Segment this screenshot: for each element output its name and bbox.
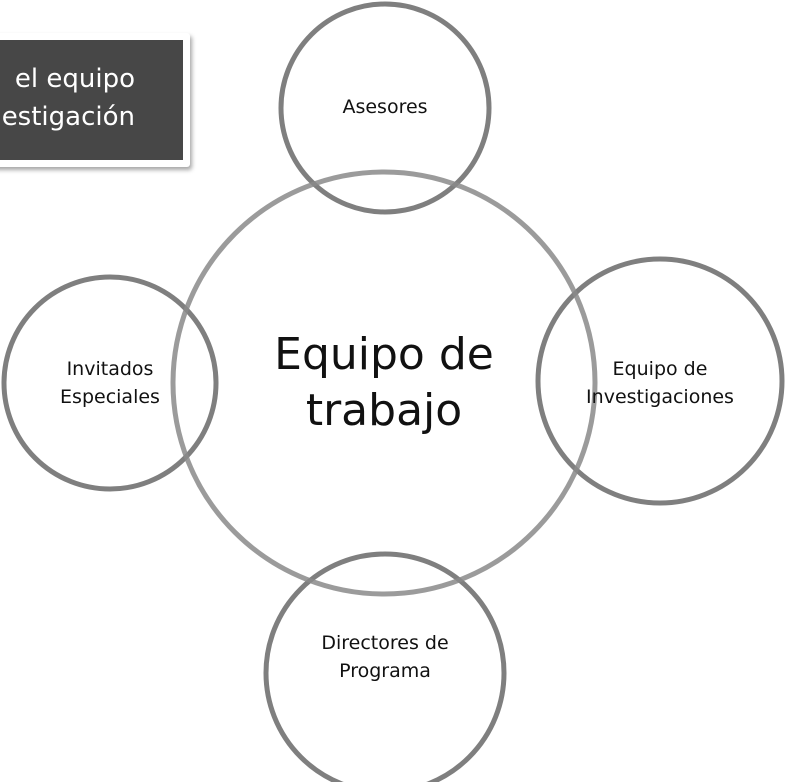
node-top-label: Asesores [342, 93, 427, 121]
node-bottom-label: Directores de Programa [321, 629, 448, 685]
node-right-label: Equipo de Investigaciones [586, 355, 734, 411]
center-label: Equipo de trabajo [274, 327, 494, 439]
node-left-label: Invitados Especiales [60, 355, 160, 411]
circle-left [1, 274, 219, 492]
node-bottom-line-1: Directores de [321, 632, 449, 654]
node-right-line-1: Equipo de [612, 358, 708, 380]
center-line-1: Equipo de [274, 329, 494, 380]
node-left-line-2: Especiales [60, 386, 160, 408]
circle-right [535, 256, 785, 506]
circle-center [170, 169, 598, 597]
node-bottom-line-2: Programa [339, 660, 431, 682]
node-right-line-2: Investigaciones [586, 386, 734, 408]
title-line-1: el equipo [14, 64, 135, 94]
circle-bottom [263, 551, 507, 782]
title-text: el equipo estigación [0, 40, 183, 160]
node-top-line-1: Asesores [342, 96, 428, 118]
circle-top [278, 1, 492, 215]
node-left-line-1: Invitados [66, 358, 154, 380]
title-line-2: estigación [1, 102, 135, 132]
title-box: el equipo estigación [0, 33, 190, 167]
center-line-2: trabajo [305, 385, 463, 436]
